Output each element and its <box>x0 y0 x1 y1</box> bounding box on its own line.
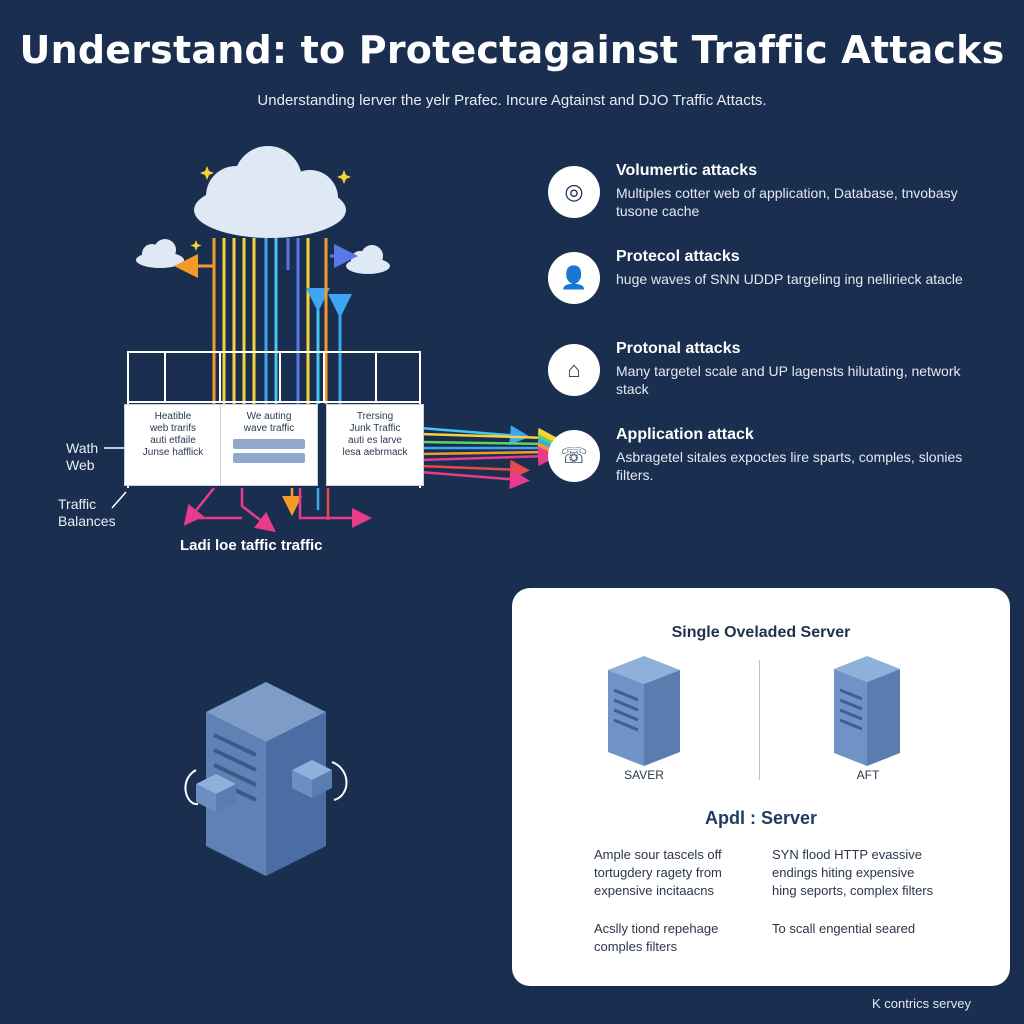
attack-description: Asbragetel sitales expoctes lire sparts,… <box>616 449 963 483</box>
attack-description: Many targetel scale and UP lagensts hilu… <box>616 363 961 397</box>
balancer-bar <box>232 453 306 463</box>
balancer-box: Trersing Junk Traffic auti es larve lesa… <box>326 404 424 486</box>
page-subtitle: Understanding lerver the yelr Prafec. In… <box>257 92 767 109</box>
downstream-traffic-lines <box>183 487 372 533</box>
traffic-lines <box>174 238 358 404</box>
target-icon: ◎ <box>548 166 600 218</box>
web-label: Wath Web <box>66 440 99 473</box>
server-tower-icon <box>608 656 680 766</box>
attack-description: Multiples cotter web of application, Dat… <box>616 185 958 219</box>
balancer-text: Trersing Junk Traffic auti es larve lesa… <box>342 411 408 458</box>
balancer-bar <box>232 439 306 449</box>
small-cloud-icon <box>136 239 184 268</box>
attack-protocol: 👤 Protecol attacks huge waves of SNN UDD… <box>548 248 988 308</box>
attack-volumetric: ◎ Volumertic attacks Multiples cotter we… <box>548 162 988 222</box>
footer-text: K contrics servey <box>872 996 971 1011</box>
cloud-icon <box>194 146 346 238</box>
panel-text: To scall engential seared <box>772 921 916 936</box>
balancer-text: Heatible web trarifs auti etfaile Junse … <box>142 411 204 458</box>
balancer-box: Heatible web trarifs auti etfaile Junse … <box>124 404 222 486</box>
panel-title: Single Oveladed Server <box>671 624 851 641</box>
user-icon: 👤 <box>548 252 600 304</box>
panel-subtitle: Apdl : Server <box>704 808 818 828</box>
attack-title: Protonal attacks <box>616 340 741 357</box>
attack-title: Protecol attacks <box>616 248 740 265</box>
outgoing-traffic-lines <box>419 425 558 490</box>
attack-title: Application attack <box>616 426 754 443</box>
house-icon: ⌂ <box>548 344 600 396</box>
panel-divider <box>759 660 760 780</box>
server-icon <box>184 682 348 876</box>
attack-title: Volumertic attacks <box>616 162 758 179</box>
traffic-balances-label: Traffic Balances <box>58 496 116 529</box>
panel-text: Acslly tiond repehage comples filters <box>594 921 719 954</box>
attack-protonal: ⌂ Protonal attacks Many targetel scale a… <box>548 340 988 400</box>
server-label-left: SAVER <box>624 768 664 782</box>
sparkle-icons <box>190 166 351 251</box>
balancer-box: We auting wave traffic <box>220 404 318 486</box>
panel-text: Ample sour tascels off tortugdery ragety… <box>594 847 722 898</box>
phone-icon: ☏ <box>548 430 600 482</box>
label-pointers <box>104 447 127 509</box>
server-tower-icon <box>834 656 900 766</box>
attack-description: huge waves of SNN UDDP targeling ing nel… <box>616 271 963 287</box>
server-label-right: AFT <box>856 768 880 782</box>
server-panel: Single Oveladed Server SAVER AFT Apdl : … <box>512 588 1010 986</box>
small-cloud-icon <box>346 245 390 274</box>
attack-application: ☏ Application attack Asbragetel sitales … <box>548 426 988 486</box>
traffic-caption: Ladi loe taffic traffic <box>180 537 323 554</box>
page-title: Understand: to Protectagainst Traffic At… <box>19 28 1005 72</box>
panel-text: SYN flood HTTP evassive endings hiting e… <box>772 847 934 898</box>
balancer-text: We auting wave traffic <box>243 411 295 434</box>
